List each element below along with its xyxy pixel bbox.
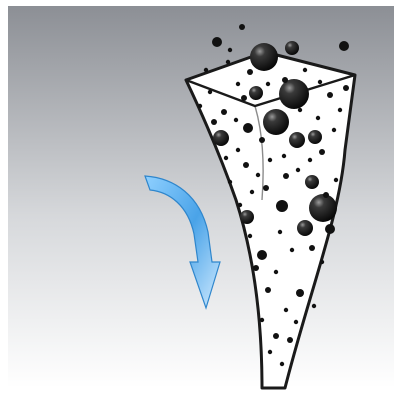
particle xyxy=(343,85,349,91)
particle xyxy=(213,130,229,146)
particle xyxy=(282,154,286,158)
particle xyxy=(260,318,264,322)
particle xyxy=(312,304,316,308)
particle xyxy=(263,185,269,191)
particle xyxy=(332,128,336,132)
particle xyxy=(276,200,288,212)
particle xyxy=(274,270,278,274)
particle xyxy=(298,108,302,112)
particle xyxy=(238,203,242,207)
particle xyxy=(250,190,254,194)
particle xyxy=(211,119,217,125)
particle xyxy=(283,173,289,179)
particle xyxy=(309,245,315,251)
particle xyxy=(339,41,349,51)
particle xyxy=(221,109,227,115)
particle xyxy=(325,224,335,234)
particle xyxy=(278,230,282,234)
particle xyxy=(303,68,307,72)
particle xyxy=(253,265,259,271)
particle xyxy=(243,123,253,133)
particle xyxy=(265,287,271,293)
particle xyxy=(290,248,294,252)
particle xyxy=(268,350,272,354)
particle xyxy=(266,82,270,86)
particle xyxy=(297,220,313,236)
particle xyxy=(236,82,240,86)
particle xyxy=(296,168,300,172)
particle xyxy=(334,178,338,182)
particle xyxy=(296,289,304,297)
particle xyxy=(285,41,299,55)
particle xyxy=(228,180,232,184)
particle xyxy=(204,68,208,72)
particle xyxy=(279,79,309,109)
particle xyxy=(268,158,272,162)
particle xyxy=(247,69,253,75)
particle xyxy=(234,118,238,122)
particle xyxy=(259,137,265,143)
particle xyxy=(256,173,260,177)
particle xyxy=(263,109,289,135)
particle xyxy=(239,24,245,30)
particle xyxy=(243,162,249,168)
particle xyxy=(198,104,202,108)
particle xyxy=(308,158,312,162)
particle xyxy=(280,362,284,366)
particle xyxy=(282,77,288,83)
particle xyxy=(228,48,232,52)
particle xyxy=(249,86,263,100)
particle xyxy=(208,90,212,94)
particle xyxy=(250,43,278,71)
particle xyxy=(320,260,324,264)
particle xyxy=(287,337,293,343)
particle xyxy=(309,194,337,222)
particle xyxy=(240,210,254,224)
particle xyxy=(226,60,230,64)
particle xyxy=(294,320,298,324)
particle xyxy=(327,92,333,98)
particle xyxy=(257,250,267,260)
particle xyxy=(323,192,329,198)
particle xyxy=(284,308,288,312)
particle xyxy=(316,116,320,120)
particle xyxy=(212,37,222,47)
particle xyxy=(305,175,319,189)
particle xyxy=(273,333,279,339)
particle xyxy=(248,234,252,238)
particle xyxy=(224,156,228,160)
particle xyxy=(236,148,240,152)
particle xyxy=(319,149,325,155)
particle xyxy=(289,132,305,148)
particle xyxy=(338,108,342,112)
particle xyxy=(308,130,322,144)
particle xyxy=(241,95,247,101)
particle xyxy=(318,80,322,84)
